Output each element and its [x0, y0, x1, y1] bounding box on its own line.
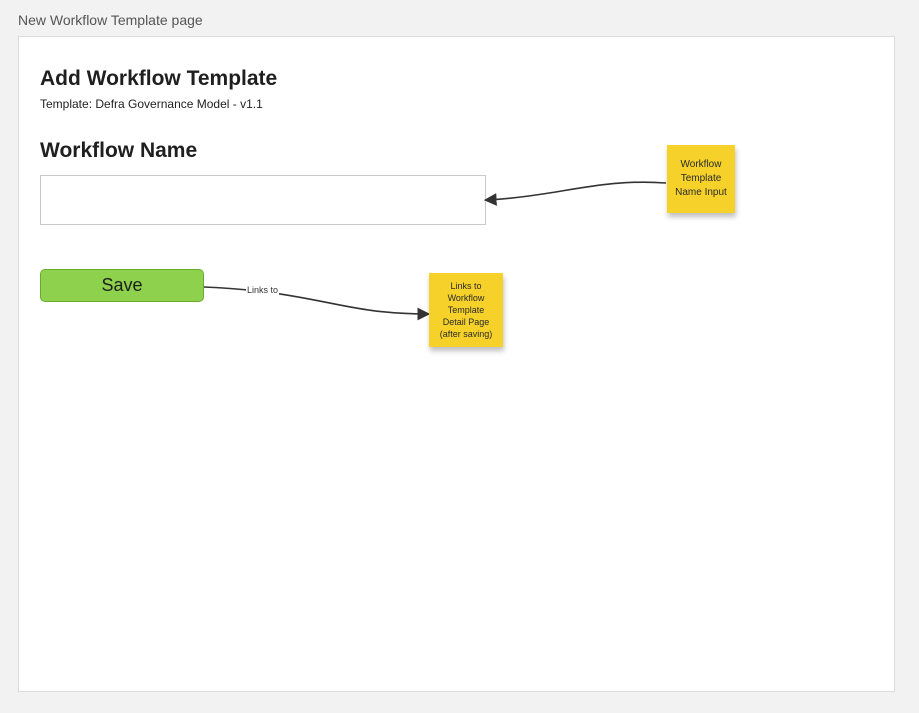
- sticky-note-name-input: Workflow Template Name Input: [667, 145, 735, 213]
- workflow-name-heading: Workflow Name: [40, 139, 198, 162]
- workflow-name-input[interactable]: [40, 175, 486, 225]
- save-button[interactable]: Save: [40, 269, 204, 302]
- page-title: Add Workflow Template: [40, 67, 278, 90]
- sticky-note-save-link: Links to Workflow Template Detail Page (…: [429, 273, 503, 347]
- connector-label-links-to: Links to: [246, 285, 280, 295]
- wireframe-frame: [18, 36, 895, 692]
- page-label: New Workflow Template page: [18, 12, 203, 28]
- template-subtitle: Template: Defra Governance Model - v1.1: [40, 97, 263, 111]
